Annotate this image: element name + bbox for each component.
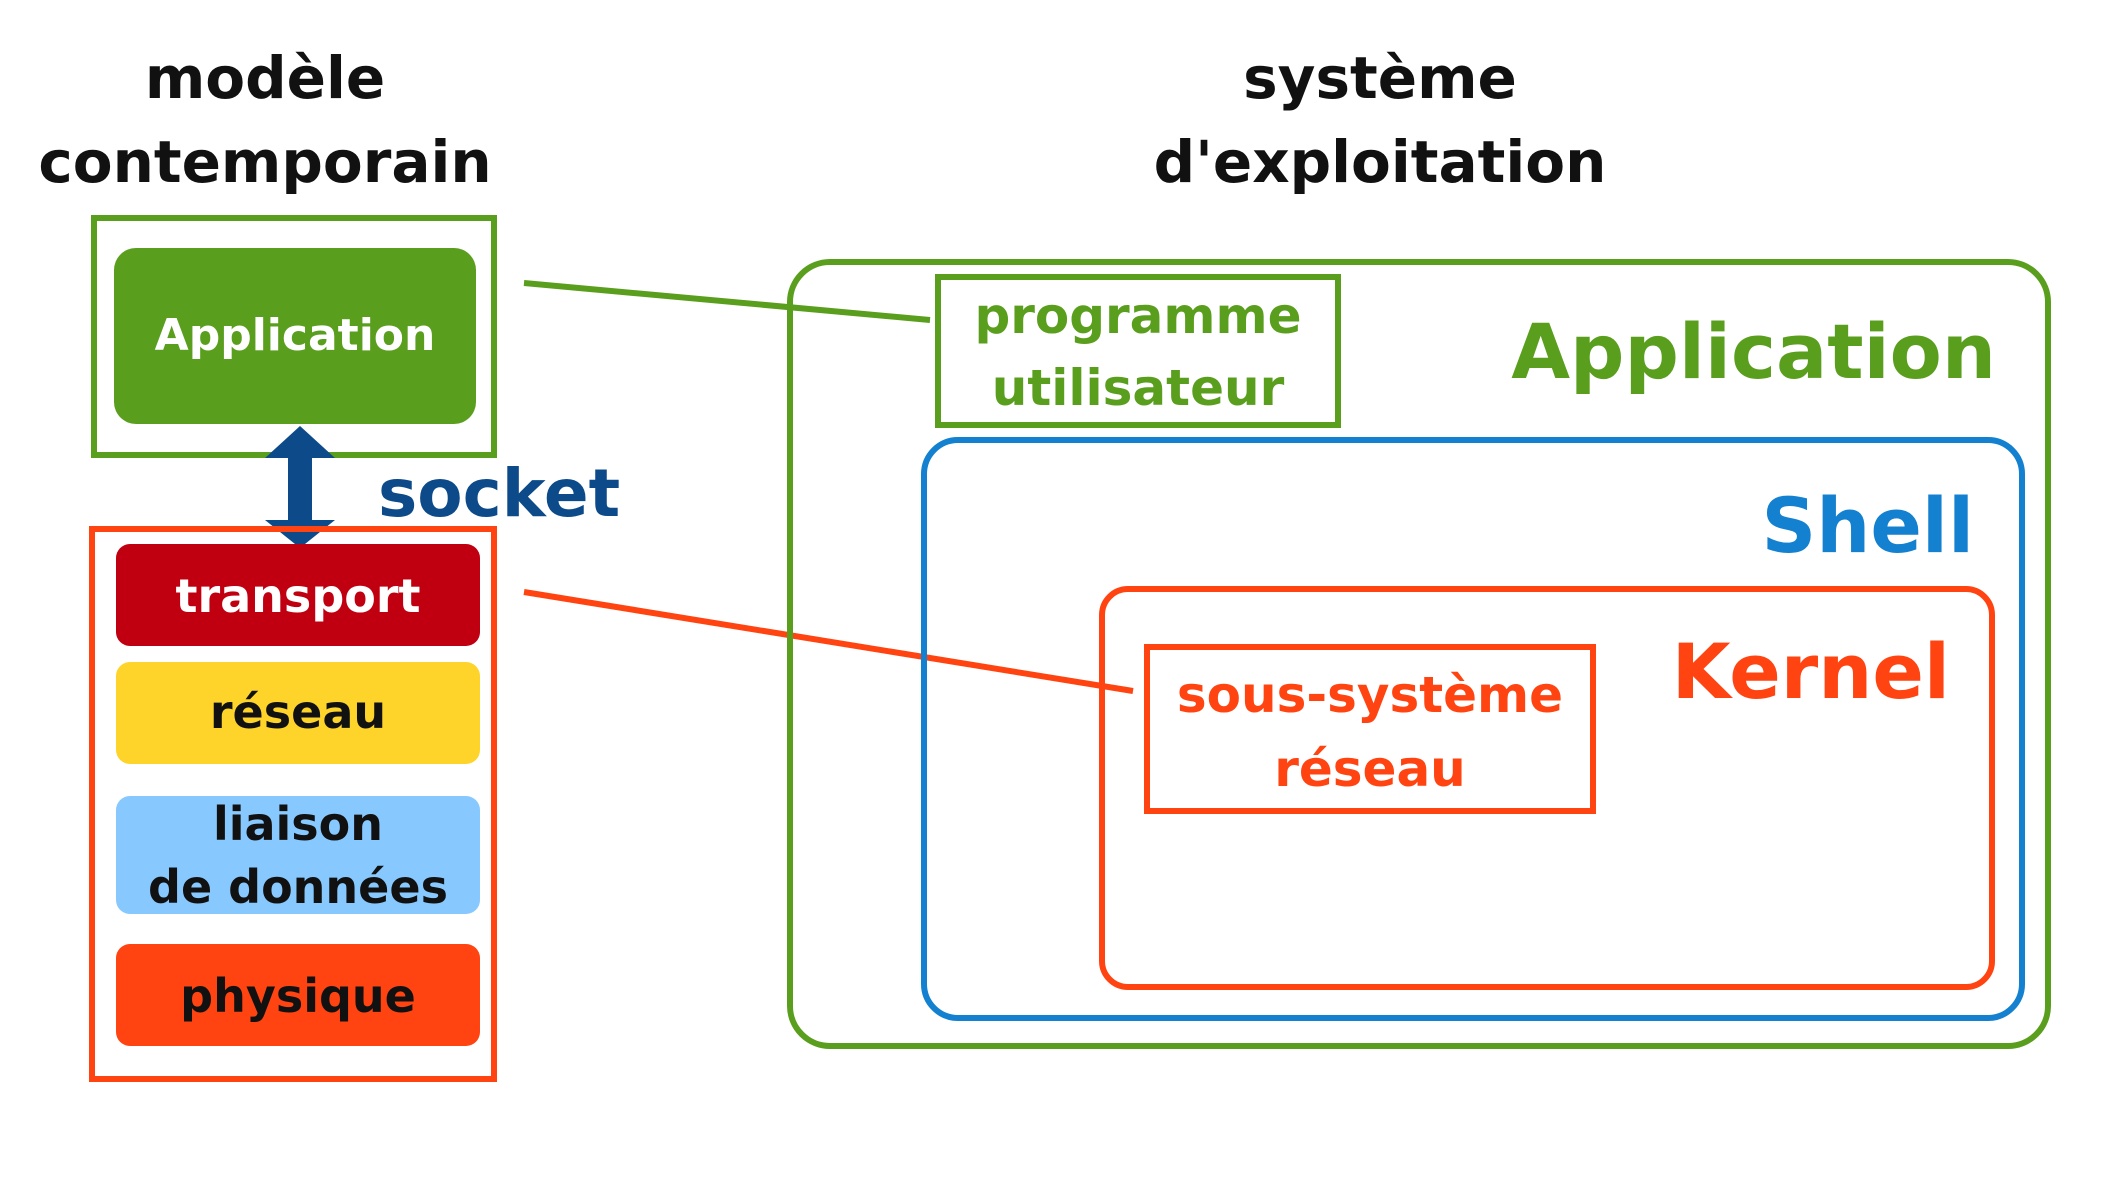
left-title-line2: contemporain: [38, 128, 491, 196]
user-program-line2: utilisateur: [992, 359, 1285, 417]
layer-liaison-label-line1: liaison: [213, 797, 383, 851]
connector-application-to-user-program: [523, 280, 931, 323]
model-application-block: [114, 248, 476, 424]
layer-liaison: [116, 796, 480, 914]
layer-physique-label: physique: [180, 969, 416, 1023]
left-title-line1: modèle: [145, 44, 385, 112]
model-application-label: Application: [155, 310, 436, 361]
socket-label: socket: [378, 455, 620, 532]
right-title-line2: d'exploitation: [1154, 128, 1607, 196]
layer-physique: [116, 944, 480, 1046]
user-program-line1: programme: [974, 287, 1301, 345]
layer-liaison-label-line2: de données: [148, 860, 448, 914]
kernel-label: Kernel: [1672, 627, 1950, 716]
network-subsystem-line2: réseau: [1274, 740, 1466, 798]
kernel-frame: [1099, 586, 1995, 990]
os-application-frame: [787, 259, 2051, 1049]
shell-label: Shell: [1762, 481, 1975, 570]
network-subsystem-box: [1144, 644, 1596, 814]
network-subsystem-line1: sous-système: [1177, 666, 1563, 724]
right-title-line1: système: [1243, 44, 1517, 112]
connector-transport-to-network-subsystem: [523, 589, 1134, 694]
shell-frame: [921, 437, 2025, 1021]
user-program-box: [935, 274, 1341, 428]
layer-transport-label: transport: [175, 569, 420, 623]
layer-reseau: [116, 662, 480, 764]
model-layers-frame: [89, 526, 497, 1082]
os-application-label: Application: [1511, 307, 1996, 396]
layer-transport: [116, 544, 480, 646]
layer-reseau-label: réseau: [210, 685, 386, 739]
